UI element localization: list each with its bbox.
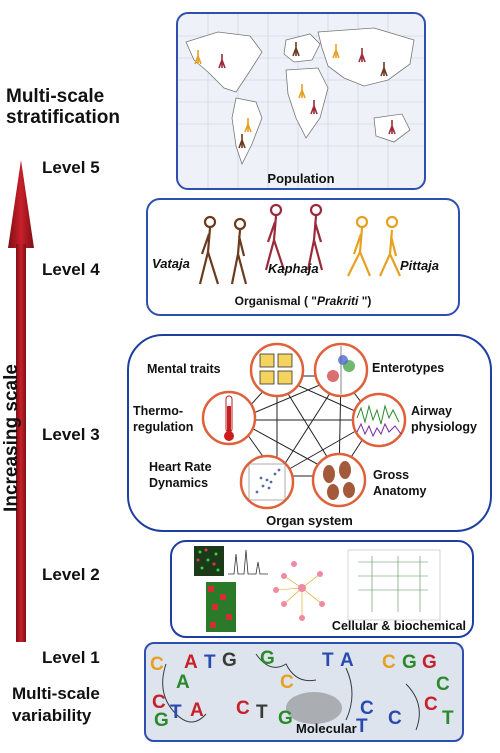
population-panel: Population bbox=[176, 12, 426, 190]
base-letter: C bbox=[436, 674, 450, 695]
base-letter: G bbox=[222, 650, 237, 671]
organismal-caption-prefix: Organismal ( " bbox=[234, 294, 317, 308]
base-letter: C bbox=[150, 654, 164, 675]
dosha-pittaja: Pittaja bbox=[400, 258, 440, 273]
enterotypes-plot bbox=[327, 346, 355, 394]
base-letter: T bbox=[256, 702, 268, 723]
cellular-caption: Cellular & biochemical bbox=[331, 619, 466, 633]
gross-anatomy-node bbox=[311, 452, 367, 508]
base-letter: C bbox=[360, 698, 374, 719]
node-label-enterotypes: Enterotypes bbox=[372, 361, 445, 375]
base-letter: C bbox=[236, 698, 250, 719]
gross-anatomy-figures bbox=[323, 461, 355, 500]
world-map bbox=[178, 14, 424, 188]
axis-label: Increasing scale bbox=[1, 364, 22, 512]
pathway-map bbox=[347, 549, 441, 621]
level-5-label: Level 5 bbox=[42, 158, 100, 177]
base-letter: G bbox=[260, 648, 275, 669]
base-letter: T bbox=[170, 702, 182, 723]
node-label-heart-rate-1: Heart Rate bbox=[149, 460, 212, 474]
rna-strands bbox=[162, 653, 420, 731]
walking-figures bbox=[198, 203, 402, 285]
bottom-title: Multi-scale variability bbox=[12, 683, 100, 727]
thermometer-icon bbox=[224, 395, 234, 441]
molecular-panel: C A T G G T A C G G A C G T A C C T G C … bbox=[144, 642, 464, 742]
interaction-network bbox=[275, 573, 323, 618]
top-title-line2: stratification bbox=[6, 107, 121, 128]
base-letter: G bbox=[402, 652, 417, 673]
cellular-panel: Cellular & biochemical bbox=[170, 540, 474, 638]
node-label-airway-1: Airway bbox=[411, 404, 452, 418]
base-letter: T bbox=[442, 708, 454, 729]
population-caption: Population bbox=[267, 171, 335, 186]
base-letter: G bbox=[278, 708, 293, 729]
level-4-label: Level 4 bbox=[42, 260, 100, 279]
level-2-label: Level 2 bbox=[42, 565, 100, 584]
base-letter: G bbox=[154, 710, 169, 731]
increasing-scale-arrow bbox=[8, 160, 34, 642]
dosha-vataja: Vataja bbox=[152, 256, 190, 271]
base-letter: C bbox=[424, 694, 438, 715]
molecular-graphics bbox=[162, 653, 420, 731]
vataja-figures bbox=[198, 215, 248, 285]
base-letter: G bbox=[422, 652, 437, 673]
base-letter: A bbox=[190, 700, 204, 721]
base-letter: T bbox=[356, 716, 368, 737]
organismal-panel: Vataja Kaphaja Pittaja Organismal ( "Pra… bbox=[146, 198, 460, 316]
base-letter: A bbox=[176, 672, 190, 693]
node-label-thermo-2: regulation bbox=[133, 420, 194, 434]
dosha-kaphaja: Kaphaja bbox=[268, 261, 319, 276]
mental-traits-faces bbox=[259, 353, 293, 385]
base-letter: C bbox=[382, 652, 396, 673]
arrow-shaft bbox=[16, 244, 26, 642]
base-letter: C bbox=[152, 692, 166, 713]
pittaja-figures bbox=[347, 215, 402, 277]
organismal-caption-italic: Prakriti bbox=[317, 294, 359, 308]
bottom-title-line2: variability bbox=[12, 706, 92, 725]
arrow-head bbox=[8, 160, 34, 248]
organ-network bbox=[201, 342, 407, 510]
node-label-gross-2: Anatomy bbox=[373, 484, 427, 498]
south-america-shape bbox=[231, 97, 263, 166]
node-label-mental-traits: Mental traits bbox=[147, 362, 221, 376]
organ-system-caption: Organ system bbox=[266, 513, 353, 528]
organismal-caption-suffix: ") bbox=[358, 294, 372, 308]
organ-system-panel: Mental traits Enterotypes Thermo- regula… bbox=[127, 334, 492, 532]
protein-cluster bbox=[286, 692, 342, 724]
kaphaja-figures bbox=[264, 203, 324, 271]
base-letter: A bbox=[340, 650, 354, 671]
molecular-caption: Molecular bbox=[296, 721, 357, 736]
asia-shape bbox=[317, 27, 415, 87]
base-letter: C bbox=[280, 672, 294, 693]
base-letter: T bbox=[204, 652, 216, 673]
bottom-title-line1: Multi-scale bbox=[12, 684, 100, 703]
level-3-label: Level 3 bbox=[42, 425, 100, 444]
node-label-thermo-1: Thermo- bbox=[133, 404, 183, 418]
population-figures bbox=[194, 42, 396, 149]
north-america-shape bbox=[185, 31, 263, 93]
top-title-line1: Multi-scale bbox=[6, 86, 105, 107]
mass-spectrum bbox=[228, 549, 268, 575]
top-title: Multi-scale stratification bbox=[6, 86, 120, 128]
node-label-heart-rate-2: Dynamics bbox=[149, 476, 209, 490]
africa-shape bbox=[285, 67, 329, 139]
airway-spectrum bbox=[356, 404, 402, 438]
level-1-label: Level 1 bbox=[42, 648, 100, 667]
base-letter: C bbox=[388, 708, 402, 729]
heart-rate-scatter bbox=[248, 463, 286, 501]
network-nodes bbox=[273, 561, 325, 621]
node-label-gross-1: Gross bbox=[373, 468, 410, 482]
cellular-graphics bbox=[194, 546, 441, 632]
base-letter: A bbox=[184, 652, 198, 673]
mental-traits-node bbox=[249, 342, 305, 398]
node-label-airway-2: physiology bbox=[411, 420, 477, 434]
base-letter: T bbox=[322, 650, 334, 671]
airway-node bbox=[351, 392, 407, 448]
organismal-caption: Organismal ( "Prakriti ") bbox=[148, 294, 458, 308]
